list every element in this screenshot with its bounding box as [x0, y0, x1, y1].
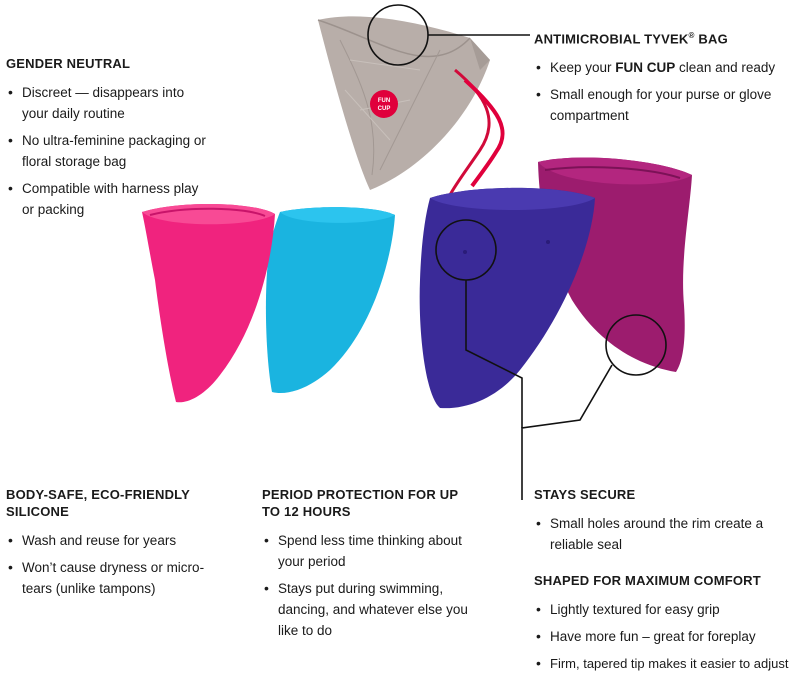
list-item: Spend less time thinking about your peri…	[262, 530, 477, 572]
fun-cup-logo-icon	[370, 90, 398, 118]
gender-neutral-section: GENDER NEUTRAL Discreet — disappears int…	[6, 55, 211, 226]
list-item: Won’t cause dryness or micro-tears (unli…	[6, 557, 206, 599]
list-item: Lightly textured for easy grip	[534, 599, 800, 620]
callout-lines	[367, 4, 667, 500]
shaped-comfort-section: SHAPED FOR MAXIMUM COMFORT Lightly textu…	[534, 572, 800, 680]
list-item: Have more fun – great for foreplay	[534, 626, 800, 647]
indigo-cup-image	[419, 187, 595, 409]
list-item: Discreet — disappears into your daily ro…	[6, 82, 211, 124]
list-item: Small holes around the rim create a reli…	[534, 513, 796, 555]
tyvek-bag-title: ANTIMICROBIAL TYVEK® BAG	[534, 31, 728, 47]
cyan-cup-image	[265, 207, 395, 394]
tyvek-bag-image	[317, 16, 505, 196]
list-item: Small enough for your purse or glove com…	[534, 84, 796, 126]
body-safe-section: BODY-SAFE, ECO-FRIENDLY SILICONE Wash an…	[6, 486, 206, 605]
period-protection-title: PERIOD PROTECTION FOR UP TO 12 HOURS	[262, 487, 458, 519]
tip-callout-circle	[605, 314, 667, 376]
list-item: Stays put during swimming, dancing, and …	[262, 578, 477, 641]
list-item: No ultra-feminine packaging or floral st…	[6, 130, 211, 172]
list-item: Compatible with harness play or packing	[6, 178, 211, 220]
gender-neutral-title: GENDER NEUTRAL	[6, 56, 131, 71]
list-item: Keep your FUN CUP clean and ready	[534, 57, 796, 78]
pink-cup-image	[142, 203, 275, 403]
stays-secure-section: STAYS SECURE Small holes around the rim …	[534, 486, 796, 561]
stays-secure-title: STAYS SECURE	[534, 487, 636, 502]
tyvek-bag-section: ANTIMICROBIAL TYVEK® BAG Keep your FUN C…	[534, 27, 796, 132]
bag-logo-line2: CUP	[378, 106, 391, 112]
period-protection-section: PERIOD PROTECTION FOR UP TO 12 HOURS Spe…	[262, 486, 477, 647]
bag-logo-line1: FUN	[378, 98, 390, 104]
shaped-comfort-title: SHAPED FOR MAXIMUM COMFORT	[534, 573, 761, 588]
body-safe-title: BODY-SAFE, ECO-FRIENDLY SILICONE	[6, 487, 190, 519]
list-item: Wash and reuse for years	[6, 530, 206, 551]
list-item: Firm, tapered tip makes it easier to adj…	[534, 653, 800, 674]
